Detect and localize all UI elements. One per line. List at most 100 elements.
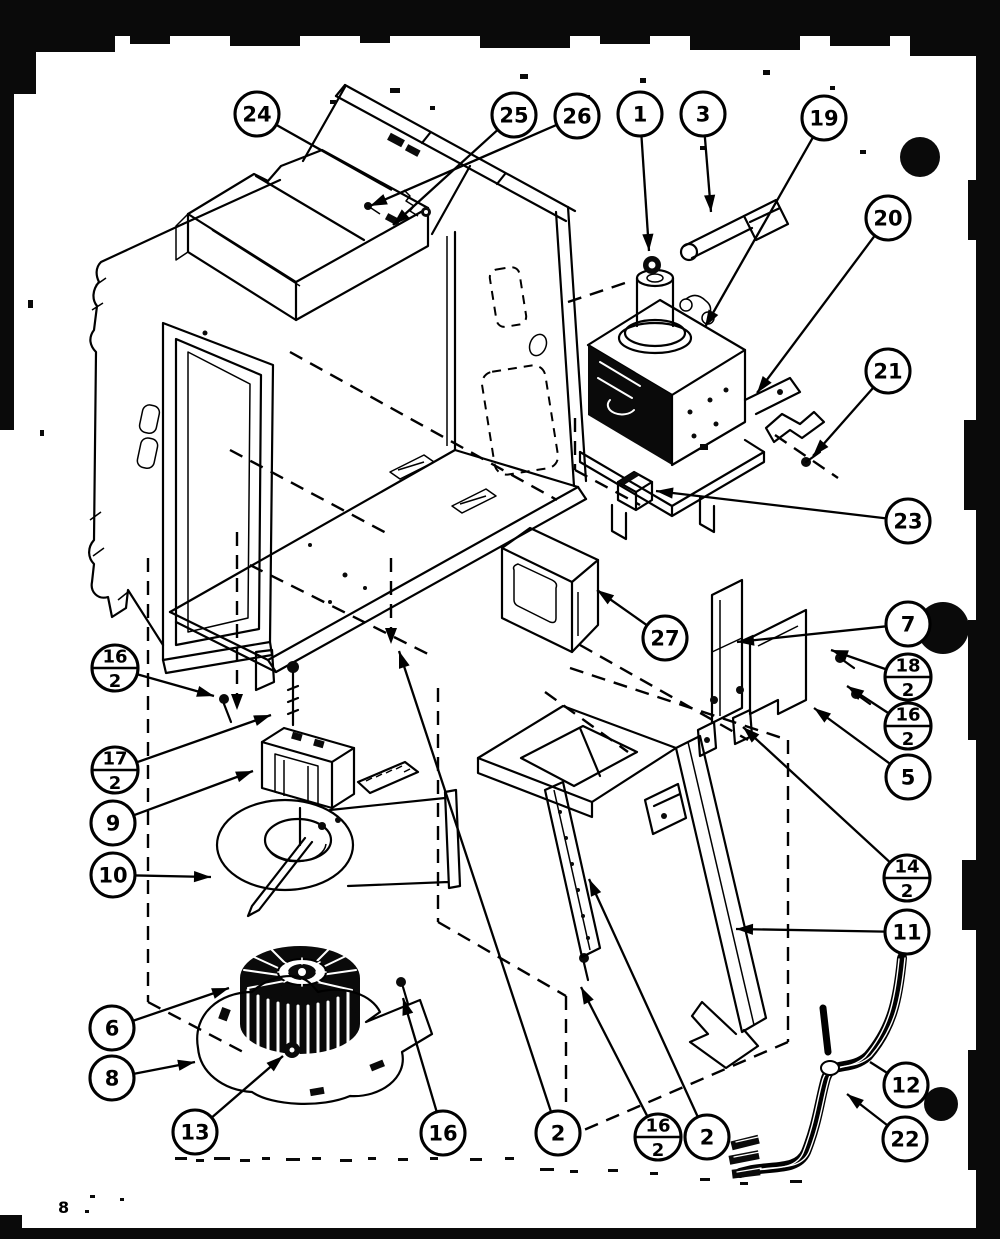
balloon-circle-2: [534, 1109, 582, 1157]
callout-23: 23: [655, 487, 932, 545]
balloon-circle-1: [616, 90, 664, 138]
balloon-label-23: 23: [893, 510, 922, 534]
balloon-circle-24: [233, 90, 281, 138]
balloon-label-17: 17: [102, 749, 127, 770]
leader-line-19: [704, 136, 815, 328]
leader-arrowhead-18: [831, 650, 849, 661]
balloon-label-16: 2: [902, 729, 915, 750]
balloon-circle-6: [88, 1004, 136, 1052]
leader-arrowhead-11: [736, 923, 754, 935]
callout-17-qty-2: 172: [90, 713, 272, 795]
blower-assembly: [196, 661, 590, 1105]
balloon-label-14: 14: [894, 857, 919, 878]
callout-9: 9: [89, 769, 254, 847]
wire-harness: [728, 934, 919, 1179]
callout-14-qty-2: 14 2: [742, 726, 932, 903]
leader-arrowhead-21: [813, 439, 829, 456]
callout-24: 24: [233, 90, 393, 192]
leader-arrowhead-16: [402, 998, 414, 1016]
leader-arrowhead-9: [235, 771, 253, 783]
callout-25: 25: [392, 91, 538, 226]
leader-arrowhead-13: [266, 1056, 283, 1072]
leader-arrowhead-19: [705, 309, 719, 327]
scan-ink-dots: [900, 137, 969, 1121]
top-air-duct: [175, 132, 431, 322]
callout-1: 1: [616, 90, 664, 252]
leader-line-25: [392, 128, 499, 226]
leader-arrowhead-10: [193, 871, 211, 883]
leader-arrowhead-1: [642, 233, 654, 251]
balloon-label-21: 21: [873, 360, 902, 384]
balloon-circle-20: [864, 194, 912, 242]
callout-13: 13: [171, 1055, 284, 1156]
balloon-label-11: 11: [892, 921, 921, 945]
balloon-label-19: 19: [809, 107, 838, 131]
leader-arrowhead-16: [581, 987, 594, 1005]
callout-12: 12: [869, 1061, 930, 1109]
balloon-circle-5: [884, 753, 932, 801]
balloon-circle-13: [171, 1108, 219, 1156]
balloon-circle-9: [89, 799, 137, 847]
balloon-label-26: 26: [562, 105, 591, 129]
balloon-label-18: 2: [902, 680, 915, 701]
balloon-circle-10: [89, 851, 137, 899]
leader-arrowhead-23: [656, 487, 674, 499]
leader-arrowhead-16: [847, 686, 865, 701]
balloon-label-9: 9: [106, 812, 121, 836]
callout-18-qty-2: 182: [830, 648, 933, 702]
callout-2: 2: [587, 878, 731, 1161]
callout-16-qty-2: 162: [579, 986, 683, 1162]
leader-line-9: [133, 769, 254, 817]
balloon-circle-16: [419, 1109, 467, 1157]
leader-line-12: [869, 1061, 889, 1075]
balloon-label-16: 16: [895, 705, 920, 726]
leader-arrowhead-26: [370, 194, 388, 206]
callout-11: 11: [735, 908, 931, 956]
balloon-label-10: 10: [98, 864, 127, 888]
balloon-label-3: 3: [696, 103, 711, 127]
balloon-circle-7: [884, 600, 932, 648]
balloon-circle-8: [88, 1054, 136, 1102]
balloon-label-17: 2: [109, 773, 122, 794]
balloon-circle-11: [883, 908, 931, 956]
leader-arrowhead-22: [847, 1094, 864, 1109]
balloon-label-14: 2: [901, 881, 914, 902]
leader-line-23: [655, 489, 887, 520]
leader-line-24: [275, 123, 393, 192]
callout-10: 10: [89, 851, 212, 899]
callout-27: 27: [596, 589, 689, 662]
callout-16-qty-2: 162: [846, 685, 933, 751]
callout-5: 5: [813, 707, 932, 801]
balloon-circle-19: [800, 94, 848, 142]
balloon-circle-27: [641, 614, 689, 662]
balloon-circle-3: [679, 90, 727, 138]
leader-arrowhead-3: [704, 194, 716, 212]
leader-arrowhead-6: [211, 988, 229, 999]
leader-line-11: [735, 927, 886, 933]
balloon-label-16: 2: [109, 671, 122, 692]
balloon-circle-23: [884, 497, 932, 545]
balloon-label-16: 16: [645, 1116, 670, 1137]
callout-21: 21: [812, 347, 912, 457]
balloon-label-16: 2: [652, 1140, 665, 1161]
transformer: [500, 526, 600, 654]
balloon-label-12: 12: [891, 1074, 920, 1098]
balloon-circle-26: [553, 92, 601, 140]
callout-22: 22: [846, 1093, 929, 1163]
leader-line-7: [736, 625, 887, 644]
scan-speckles: [28, 70, 866, 1213]
callout-19: 19: [704, 94, 848, 328]
balloon-label-2: 2: [700, 1126, 715, 1150]
leader-arrowhead-2: [589, 879, 602, 897]
callout-16: 16: [401, 997, 467, 1157]
balloon-label-1: 1: [633, 103, 648, 127]
callout-8: 8: [88, 1054, 196, 1102]
leader-line-20: [756, 234, 876, 394]
balloon-label-24: 24: [242, 103, 271, 127]
balloon-label-8: 8: [105, 1067, 120, 1091]
leader-arrowhead-2: [399, 651, 410, 669]
leader-arrowhead-20: [757, 376, 772, 393]
balloon-label-25: 25: [499, 104, 528, 128]
